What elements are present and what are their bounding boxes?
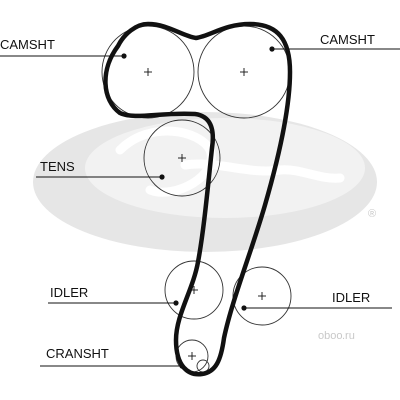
- label-camshaft-right: CAMSHT: [320, 32, 375, 47]
- leader-idler-right: [241, 305, 392, 311]
- camshaft-left-pulley: [101, 25, 195, 119]
- label-tensioner: TENS: [40, 159, 75, 174]
- tensioner-pulley: [143, 119, 221, 197]
- camshaft-right-pulley: [197, 25, 291, 119]
- label-camshaft-left: CAMSHT: [0, 37, 55, 52]
- label-idler-left: IDLER: [50, 285, 88, 300]
- registered-mark: ®: [368, 208, 376, 220]
- leader-idler-left: [48, 300, 179, 306]
- leader-camshaft-right: [269, 46, 400, 52]
- site-watermark-text: oboo: [318, 330, 342, 342]
- site-watermark: oboo .ru: [318, 330, 355, 342]
- idler-right-pulley: [232, 266, 292, 326]
- site-watermark-domain: .ru: [342, 330, 355, 342]
- leader-tensioner: [36, 174, 165, 180]
- brand-logo-watermark: ®: [33, 112, 377, 252]
- label-crankshaft: CRANSHT: [46, 346, 109, 361]
- leader-camshaft-left: [0, 53, 127, 59]
- leader-crankshaft: [40, 363, 185, 369]
- label-idler-right: IDLER: [332, 290, 370, 305]
- timing-belt: [103, 21, 293, 377]
